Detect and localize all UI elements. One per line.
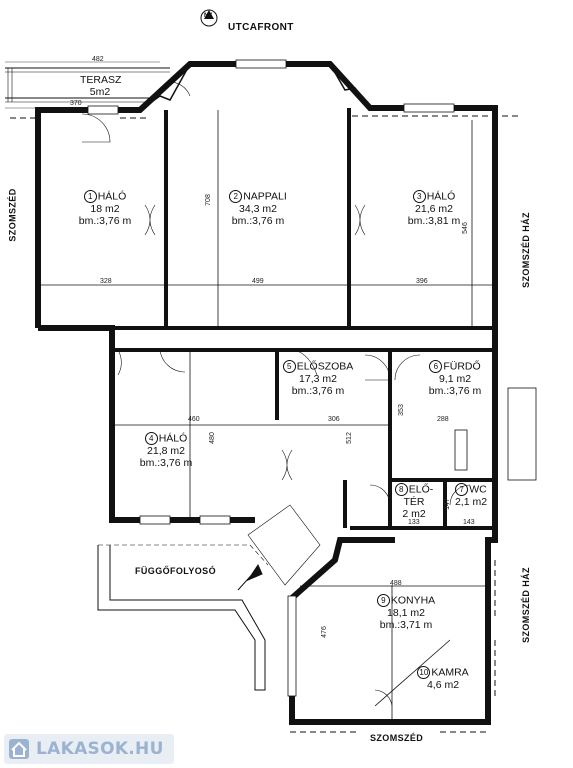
room-number: 10 bbox=[417, 666, 431, 679]
dimension-label: 143 bbox=[463, 519, 475, 526]
room-number: 9 bbox=[376, 594, 390, 607]
room-name: ELŐ- bbox=[408, 483, 434, 496]
room-area: 21,6 m2 bbox=[415, 203, 453, 215]
room-area: 18,1 m2 bbox=[387, 607, 425, 619]
room-height: bm.:3,71 m bbox=[379, 619, 433, 631]
street-front-label: UTCAFRONT bbox=[228, 22, 294, 33]
room-area: 2 m2 bbox=[402, 508, 426, 520]
logo-text: LAKASOK.HU bbox=[36, 739, 164, 759]
room-number: 7 bbox=[455, 483, 469, 496]
dimension-label: 499 bbox=[252, 278, 264, 285]
neighbor-left-label: SZOMSZÉD bbox=[7, 188, 18, 242]
dimension-label: 512 bbox=[345, 432, 353, 444]
room-height: bm.:3,76 m bbox=[139, 457, 193, 469]
room-number: 3 bbox=[412, 190, 426, 203]
room-name: FÜRDŐ bbox=[443, 360, 481, 373]
north-arrow-icon bbox=[200, 9, 218, 27]
dimension-label: 147 bbox=[443, 498, 451, 510]
dimension-label: 328 bbox=[100, 278, 112, 285]
room-number: 2 bbox=[229, 190, 243, 203]
dimension-label: 482 bbox=[92, 56, 104, 63]
room-name: ELŐSZOBA bbox=[296, 360, 354, 373]
room-area: 21,8 m2 bbox=[147, 445, 185, 457]
room-area: 34,3 m2 bbox=[239, 203, 277, 215]
room-height: bm.:3,76 m bbox=[78, 215, 132, 227]
lakasok-logo: LAKASOK.HU bbox=[4, 734, 174, 764]
room-name: HÁLÓ bbox=[158, 432, 188, 445]
dimension-label: 708 bbox=[204, 194, 212, 206]
dimension-label: 353 bbox=[397, 404, 405, 416]
room-height: bm.:3,76 m bbox=[291, 385, 345, 397]
room-number: 1 bbox=[83, 190, 97, 203]
room-number: 5 bbox=[282, 360, 296, 373]
room-area: 18 m2 bbox=[90, 203, 120, 215]
room-number: 8 bbox=[394, 483, 408, 496]
room-name: KAMRA bbox=[431, 666, 469, 679]
room-area: 4,6 m2 bbox=[426, 679, 460, 691]
room-number: 4 bbox=[144, 432, 158, 445]
neighbor-right-top-label: SZOMSZÉD HÁZ bbox=[520, 212, 531, 288]
dimension-label: 288 bbox=[437, 416, 449, 423]
room-area: 17,3 m2 bbox=[299, 373, 337, 385]
room-area: 2,1 m2 bbox=[454, 496, 488, 508]
room-height: bm.:3,76 m bbox=[428, 385, 482, 397]
dimension-label: 460 bbox=[188, 416, 200, 423]
room-name: WC bbox=[469, 483, 487, 496]
door-swings bbox=[81, 81, 471, 707]
room-name: HÁLÓ bbox=[97, 190, 127, 203]
gallery-outline bbox=[97, 545, 266, 691]
room-area: 9,1 m2 bbox=[438, 373, 472, 385]
gallery-label: FÜGGŐFOLYOSÓ bbox=[135, 566, 216, 576]
room-name: NAPPALI bbox=[243, 190, 287, 203]
room-number: 6 bbox=[429, 360, 443, 373]
house-icon bbox=[9, 739, 29, 759]
dimension-label: 546 bbox=[461, 222, 469, 234]
north-label: NY bbox=[204, 13, 213, 19]
room-name-line2: TÉR bbox=[403, 496, 425, 508]
interior-walls bbox=[112, 108, 495, 530]
dimension-label: 396 bbox=[416, 278, 428, 285]
terrace-area: 5m2 bbox=[89, 86, 111, 98]
dimension-label: 480 bbox=[208, 432, 216, 444]
room-height: bm.:3,81 m bbox=[407, 215, 461, 227]
room-height: bm.:3,76 m bbox=[231, 215, 285, 227]
dimension-label: 488 bbox=[390, 580, 402, 587]
dimension-label: 133 bbox=[408, 519, 420, 526]
neighbor-bottom-label: SZOMSZÉD bbox=[370, 733, 424, 743]
neighbor-right-bottom-label: SZOMSZÉD HÁZ bbox=[520, 567, 531, 643]
room-name: KONYHA bbox=[390, 594, 436, 607]
dimension-label: 370 bbox=[70, 100, 82, 107]
dimension-label: 476 bbox=[320, 626, 328, 638]
windows bbox=[87, 59, 537, 697]
terrace-name: TERASZ bbox=[80, 74, 122, 86]
entrance-arrow-icon bbox=[237, 563, 263, 591]
terrace-label: TERASZ 5m2 bbox=[80, 74, 122, 98]
dimension-label: 306 bbox=[328, 416, 340, 423]
room-name: HÁLÓ bbox=[426, 190, 456, 203]
